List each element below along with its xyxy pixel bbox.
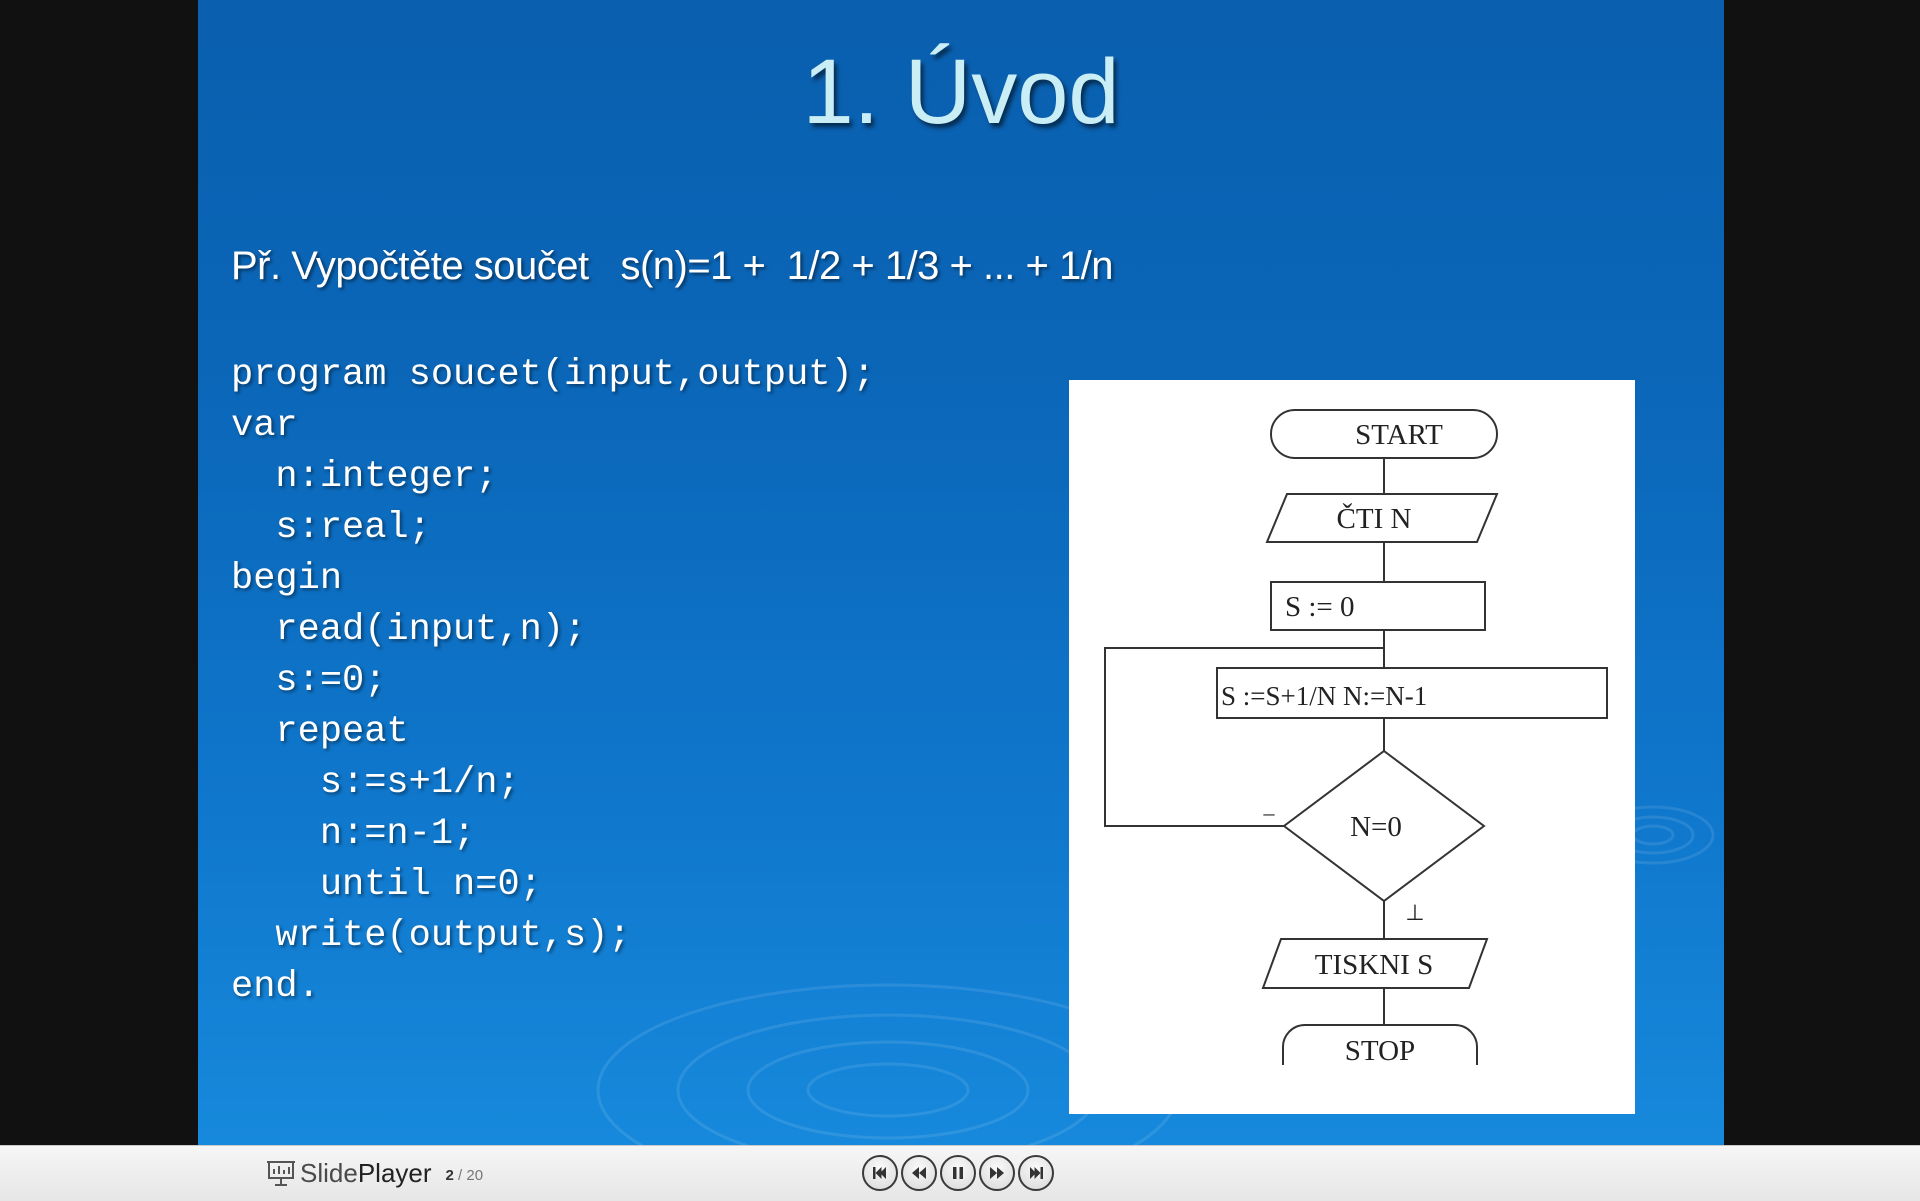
code-line: repeat (231, 711, 409, 753)
brand-name-slide: Slide (300, 1157, 358, 1188)
flowchart-body-node (1216, 667, 1608, 719)
last-slide-icon (1030, 1167, 1043, 1179)
brand-name-player: Player (357, 1157, 432, 1188)
code-line: s:=0; (231, 660, 387, 702)
flowchart-read-node (1265, 493, 1499, 543)
flowchart-yes-label: ⊥ (1405, 900, 1424, 925)
pause-button[interactable] (940, 1155, 976, 1191)
flowchart-stop-label: STOP (1345, 1035, 1415, 1067)
flowchart-condition-label: N=0 (1350, 811, 1402, 843)
code-listing: program soucet(input,output); var n:inte… (231, 350, 875, 1013)
flowchart-print-node (1261, 938, 1489, 989)
slide-title: 1. Úvod (802, 41, 1120, 143)
flowchart-start-label: START (1355, 419, 1443, 451)
flowchart-diagram: START ČTI N S := 0 S :=S+1/N N:=N-1 N=0 … (1104, 409, 1608, 1067)
code-line: program soucet(input,output); (231, 354, 875, 396)
code-line: var (231, 405, 298, 447)
playback-controls (862, 1155, 1054, 1193)
flowchart-read-label: ČTI N (1337, 502, 1412, 535)
flowchart-body-label: S :=S+1/N N:=N-1 (1221, 681, 1427, 711)
flowchart-no-label: – (1263, 800, 1276, 825)
flowchart-image: START ČTI N S := 0 S :=S+1/N N:=N-1 N=0 … (1069, 380, 1635, 1114)
first-slide-button[interactable] (862, 1155, 898, 1191)
flowchart-init-node (1270, 581, 1486, 631)
flowchart-stop-node (1281, 1023, 1479, 1065)
first-slide-icon (873, 1167, 886, 1179)
code-line: until n=0; (231, 864, 542, 906)
code-line: begin (231, 558, 343, 600)
player-toolbar: Slide Player 2 / 20 (0, 1145, 1920, 1201)
presentation-board-icon (267, 1161, 295, 1186)
task-statement: Př. Vypočtěte součet s(n)=1 + 1/2 + 1/3 … (231, 244, 1114, 288)
code-line: write(output,s); (231, 915, 631, 957)
slideplayer-logo[interactable]: Slide Player 2 / 20 (266, 1155, 483, 1191)
page-counter: 2 / 20 (446, 1163, 484, 1184)
next-slide-button[interactable] (979, 1155, 1015, 1191)
last-slide-button[interactable] (1018, 1155, 1054, 1191)
code-line: n:=n-1; (231, 813, 476, 855)
code-line: n:integer; (231, 456, 498, 498)
pause-icon (953, 1167, 963, 1179)
flowchart-init-label: S := 0 (1285, 591, 1355, 623)
page-total: / 20 (458, 1166, 484, 1184)
code-line: s:real; (231, 507, 431, 549)
slide: 1. Úvod Př. Vypočtěte součet s(n)=1 + 1/… (198, 0, 1724, 1145)
code-line: end. (231, 966, 320, 1008)
next-slide-icon (990, 1167, 1004, 1179)
flowchart-print-label: TISKNI S (1315, 949, 1433, 981)
page-current: 2 (445, 1166, 454, 1184)
previous-slide-button[interactable] (901, 1155, 937, 1191)
code-line: s:=s+1/n; (231, 762, 520, 804)
presentation-stage: 1. Úvod Př. Vypočtěte součet s(n)=1 + 1/… (198, 0, 1724, 1145)
code-line: read(input,n); (231, 609, 587, 651)
previous-slide-icon (912, 1167, 926, 1179)
